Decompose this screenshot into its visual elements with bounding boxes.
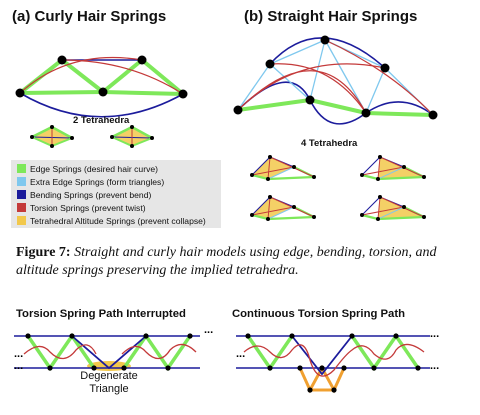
panel-a-subtitle: 2 Tetrahedra <box>73 115 130 126</box>
ellipsis-right-left: ... <box>236 348 246 360</box>
ellipsis-left-top: ... <box>14 348 24 360</box>
legend-item-torsion: Torsion Springs (prevent twist) <box>17 202 146 213</box>
legend-item-altitude: Tetrahedral Altitude Springs (prevent co… <box>17 215 206 226</box>
legend-swatch <box>17 216 26 225</box>
ellipsis-right-top: ... <box>430 328 440 340</box>
legend-label: Tetrahedral Altitude Springs (prevent co… <box>30 215 206 226</box>
legend-label: Extra Edge Springs (form triangles) <box>30 176 165 187</box>
legend-swatch <box>17 177 26 186</box>
degenerate-line-1: Degenerate <box>80 370 138 382</box>
ellipsis-left-bottom: ... <box>14 360 24 372</box>
legend-box: Edge Springs (desired hair curve) Extra … <box>11 160 221 228</box>
figure-caption: Figure 7: Straight and curly hair models… <box>16 244 470 280</box>
figure-label: Figure 7: <box>16 245 71 260</box>
tetrahedron <box>360 155 426 181</box>
bottom-left-title: Torsion Spring Path Interrupted <box>16 308 186 320</box>
panel-a-title: (a) Curly Hair Springs <box>12 8 167 25</box>
legend-item-edge: Edge Springs (desired hair curve) <box>17 163 158 174</box>
tetrahedron <box>250 195 316 221</box>
panel-b-title: (b) Straight Hair Springs <box>244 8 418 25</box>
legend-item-extra-edge: Extra Edge Springs (form triangles) <box>17 176 164 187</box>
legend-label: Torsion Springs (prevent twist) <box>30 202 146 213</box>
ellipsis-left-right: ... <box>204 324 214 336</box>
bottom-right-title: Continuous Torsion Spring Path <box>232 308 405 320</box>
legend-label: Edge Springs (desired hair curve) <box>30 163 159 174</box>
figure-text: Straight and curly hair models using edg… <box>16 245 437 278</box>
ellipsis-right-bottom: ... <box>430 360 440 372</box>
legend-swatch <box>17 203 26 212</box>
degenerate-triangle-label: Degenerate Triangle <box>76 370 142 396</box>
legend-swatch <box>17 164 26 173</box>
tetrahedron <box>360 195 426 221</box>
legend-label: Bending Springs (prevent bend) <box>30 189 152 200</box>
legend-item-bending: Bending Springs (prevent bend) <box>17 189 151 200</box>
panel-b-subtitle: 4 Tetrahedra <box>301 138 358 149</box>
tetrahedron <box>250 155 316 181</box>
legend-swatch <box>17 190 26 199</box>
degenerate-line-2: Triangle <box>89 383 129 395</box>
